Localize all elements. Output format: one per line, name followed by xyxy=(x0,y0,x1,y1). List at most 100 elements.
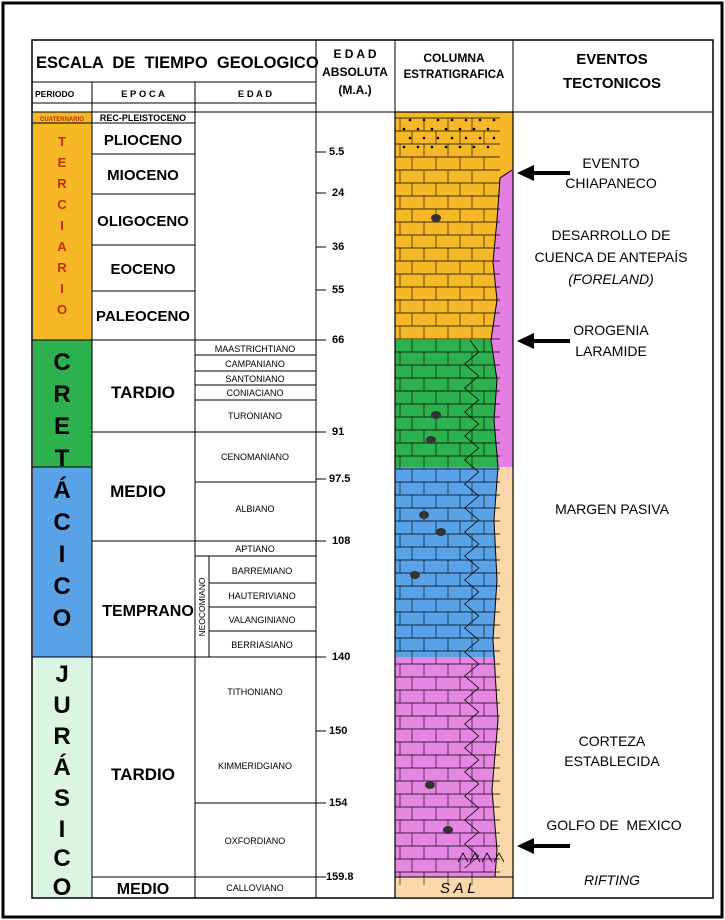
period-terciario-band xyxy=(33,123,92,340)
svg-text:108: 108 xyxy=(332,535,350,547)
event-desarrollo-2: CUENCA DE ANTEPAÍS xyxy=(534,249,687,265)
lithology-pattern xyxy=(395,117,505,885)
svg-text:24: 24 xyxy=(332,187,345,199)
period-jurasico-band xyxy=(33,657,92,897)
absolute-ages: 5.5 24 36 55 66 91 97.5 108 140 150 154 … xyxy=(316,146,354,883)
event-golfo: GOLFO DE MEXICO xyxy=(546,817,681,833)
age-154: 154 xyxy=(316,797,348,809)
svg-text:C: C xyxy=(53,573,70,600)
event-chiapaneco-1: EVENTO xyxy=(582,155,639,171)
period-cretacico: C R E T Á C I C O xyxy=(53,349,72,632)
column-cretacico-sup-fill xyxy=(395,340,513,467)
event-arrow-chiapaneco xyxy=(517,165,570,181)
age-36: 36 xyxy=(316,241,344,253)
header-columna-2: ESTRATIGRAFICA xyxy=(404,69,505,81)
event-margen-pasiva: MARGEN PASIVA xyxy=(555,501,670,517)
sand-dot xyxy=(486,127,490,131)
sand-dot xyxy=(478,118,482,122)
fossil-symbol xyxy=(436,528,446,536)
sand-dot xyxy=(408,118,412,122)
fossil-symbol xyxy=(425,781,435,789)
stage-coniaciano: CONIACIANO xyxy=(226,388,283,398)
svg-text:T: T xyxy=(58,134,66,149)
evaporite-symbol xyxy=(457,852,469,863)
sand-dot xyxy=(464,136,468,140)
tectonic-tan-band xyxy=(492,467,513,877)
svg-text:O: O xyxy=(57,302,67,317)
svg-text:R: R xyxy=(57,260,67,275)
stage-oxfordiano: OXFORDIANO xyxy=(225,836,286,846)
svg-text:U: U xyxy=(53,692,70,719)
table-header: ESCALA DE TIEMPO GEOLOGICO PERIODO E P O… xyxy=(35,47,661,100)
svg-text:5.5: 5.5 xyxy=(329,146,344,158)
epoch-tardio-jurasico: TARDIO xyxy=(111,765,175,784)
age-159.8: 159.8 xyxy=(316,871,354,883)
column-jurasico-fill xyxy=(395,657,513,877)
svg-text:C: C xyxy=(53,349,70,376)
event-rifting: RIFTING xyxy=(584,872,640,888)
event-chiapaneco-2: CHIAPANECO xyxy=(565,175,657,191)
sand-dot xyxy=(416,127,420,131)
epoch-medio-cretacico: MEDIO xyxy=(110,482,166,501)
svg-text:R: R xyxy=(53,723,70,750)
event-desarrollo-1: DESARROLLO DE xyxy=(551,227,670,243)
svg-text:E: E xyxy=(54,413,70,440)
age-97.5: 97.5 xyxy=(316,473,350,485)
sand-dot xyxy=(430,127,434,131)
svg-text:O: O xyxy=(53,874,72,901)
svg-text:97.5: 97.5 xyxy=(329,473,350,485)
header-eventos-1: EVENTOS xyxy=(576,51,647,68)
event-arrow-laramide xyxy=(517,333,570,349)
sand-dot xyxy=(478,136,482,140)
stage-maastrichtiano: MAASTRICHTIANO xyxy=(215,344,296,354)
age-140: 140 xyxy=(316,651,350,663)
age-66: 66 xyxy=(316,334,344,346)
sand-dot xyxy=(458,127,462,131)
event-corteza-2: ESTABLECIDA xyxy=(564,753,660,769)
period-cuaternario-band xyxy=(33,112,92,123)
sand-dot xyxy=(408,136,412,140)
sand-dot xyxy=(492,136,496,140)
sand-dot xyxy=(492,118,496,122)
age-91: 91 xyxy=(316,426,344,438)
column-terciario-fill xyxy=(395,112,513,340)
header-edad: E D A D xyxy=(238,89,272,100)
svg-text:R: R xyxy=(53,381,70,408)
stage-santoniano: SANTONIANO xyxy=(225,374,284,384)
sand-dot xyxy=(458,145,462,149)
epoch-plioceno: PLIOCENO xyxy=(104,132,183,149)
evaporite-symbol xyxy=(493,852,505,863)
period-labels: CUATERNARIO T E R C I A R I O C R E T Á … xyxy=(40,117,84,901)
svg-text:T: T xyxy=(55,445,70,472)
svg-text:I: I xyxy=(60,218,64,233)
event-laramide-2: LARAMIDE xyxy=(575,343,647,359)
tectonic-events: EVENTO CHIAPANECO DESARROLLO DE CUENCA D… xyxy=(517,155,688,888)
stage-labels: MAASTRICHTIANO CAMPANIANO SANTONIANO CON… xyxy=(197,344,296,893)
sand-dot xyxy=(422,118,426,122)
sand-dot xyxy=(486,145,490,149)
header-columna-1: COLUMNA xyxy=(423,51,485,65)
sand-dot xyxy=(450,118,454,122)
svg-text:66: 66 xyxy=(332,334,344,346)
fossil-symbol xyxy=(443,826,453,834)
fossil-symbol xyxy=(431,411,441,419)
svg-text:36: 36 xyxy=(332,241,344,253)
stage-valanginiano: VALANGINIANO xyxy=(229,615,296,625)
age-5.5: 5.5 xyxy=(316,146,344,158)
sand-dot xyxy=(402,145,406,149)
sand-dot xyxy=(444,127,448,131)
header-eventos-2: TECTONICOS xyxy=(563,75,661,92)
epoch-mioceno: MIOCENO xyxy=(107,167,179,184)
epoch-tardio-cretacico: TARDIO xyxy=(111,383,175,402)
column-sal-label: S A L xyxy=(440,880,476,897)
svg-text:140: 140 xyxy=(332,651,350,663)
fossil-symbol xyxy=(431,214,441,222)
header-edad-absoluta-2: ABSOLUTA xyxy=(322,65,388,79)
stage-campaniano: CAMPANIANO xyxy=(225,359,285,369)
header-edad-absoluta-3: (M.A.) xyxy=(338,83,371,97)
period-cretacico-sup-band xyxy=(33,340,92,467)
stage-kimmeridgiano: KIMMERIDGIANO xyxy=(218,761,292,771)
event-desarrollo-3: (FORELAND) xyxy=(568,271,654,287)
svg-text:C: C xyxy=(53,509,70,536)
